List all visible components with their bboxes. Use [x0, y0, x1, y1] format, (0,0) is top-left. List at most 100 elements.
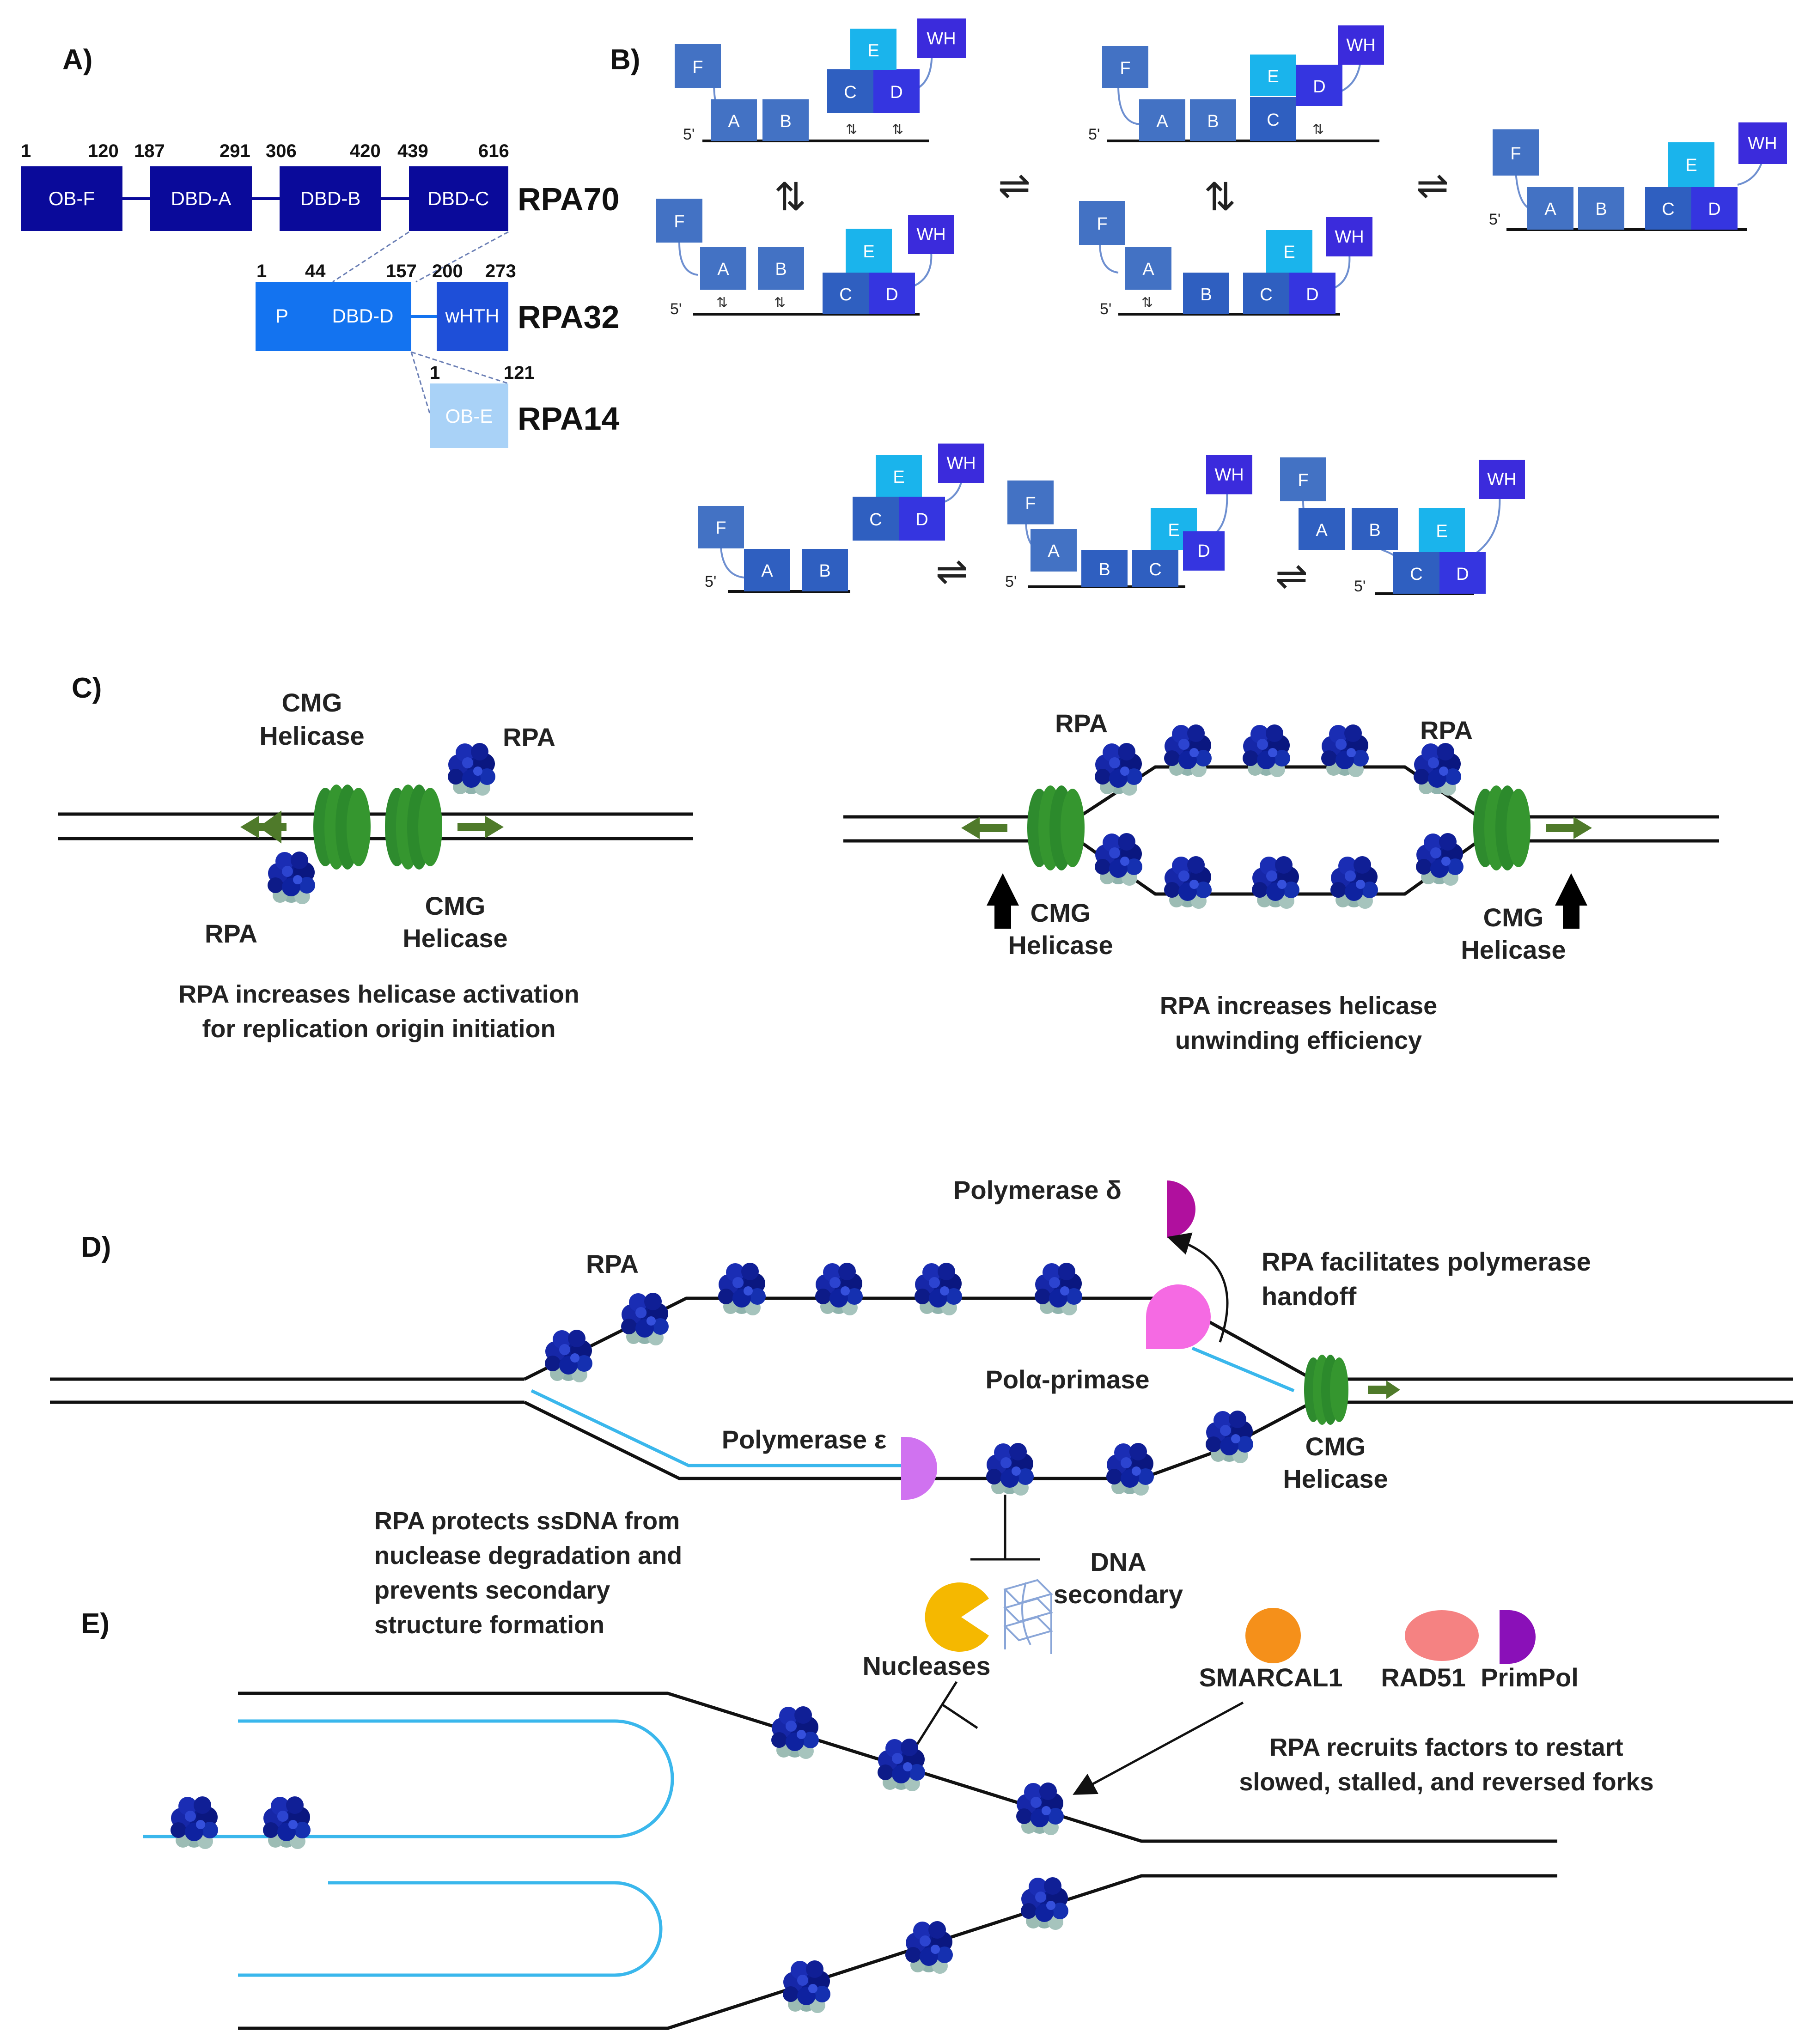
b4-5prime: 5' [670, 300, 682, 318]
b1-a: A [728, 112, 740, 131]
b8-f: F [1298, 471, 1308, 490]
b-state-1: F A B C D E WH 5' ⇅ ⇅ [675, 18, 966, 143]
rpa32-position-44: 44 [305, 261, 326, 281]
c-right-rpa-1 [1095, 743, 1142, 796]
c-right-cmg-left-2: Helicase [1008, 931, 1113, 960]
b7-c: C [1149, 560, 1161, 579]
b4-f: F [674, 212, 684, 231]
e-rpa-5 [1016, 1782, 1064, 1835]
rpa32-p-dbd-d [256, 282, 411, 351]
rpa14-position-1: 1 [430, 363, 440, 383]
primpol-icon [1509, 1610, 1536, 1664]
c-left-caption-1: RPA increases helicase activation [178, 980, 579, 1008]
ob-f-domain [21, 166, 122, 231]
b3-c: C [1662, 200, 1674, 219]
panel-b-label: B) [610, 44, 640, 76]
b-eq-4: ⇌ [1275, 554, 1308, 597]
b5-mark: ⇅ [1141, 295, 1153, 310]
c-right-rpa-9 [1330, 856, 1378, 909]
rpa70-position-187: 187 [134, 141, 165, 161]
b-state-4: F A B C D E WH 5' ⇅ ⇅ [656, 199, 954, 318]
ob-e-label: OB-E [445, 405, 493, 427]
e-reversed-fork: SMARCAL1 RAD51 PrimPol RPA recruits fact… [143, 1608, 1654, 2030]
rpa70-name: RPA70 [518, 181, 619, 217]
d-rpa-2 [621, 1293, 669, 1345]
dbd-a-label: DBD-A [171, 188, 232, 209]
b2-a: A [1156, 112, 1168, 131]
b-state-7: F A B C E D WH 5' [1005, 455, 1252, 590]
rpa70-map: 1 120 187 291 306 420 439 616 OB-F DBD-A… [21, 141, 619, 231]
b1-mark-2: ⇅ [892, 122, 903, 137]
dbd-b-domain [280, 166, 381, 231]
nuclease-icon [925, 1582, 989, 1652]
c-right-rpa-7 [1164, 856, 1212, 909]
rpa70-position-420: 420 [350, 141, 381, 161]
c-right-cmg-right-2: Helicase [1461, 935, 1566, 964]
b-eq-vertical-left: ⇅ [774, 175, 806, 219]
c-right-rpa-4 [1321, 724, 1369, 777]
e-rpa-4 [878, 1739, 925, 1791]
primpol-label: PrimPol [1481, 1663, 1579, 1692]
b5-b: B [1200, 285, 1212, 304]
b1-b: B [780, 112, 791, 131]
c-right-bubble: RPA RPA CMG Helicase CMG Helicase RPA in… [843, 709, 1719, 1054]
c-right-rpa-label-left: RPA [1055, 709, 1108, 738]
d-rpa-1 [545, 1330, 592, 1382]
b8-d: D [1456, 565, 1469, 584]
rpa70-position-439: 439 [397, 141, 428, 161]
rpa32-name: RPA32 [518, 299, 619, 335]
c-left-origin: CMG Helicase RPA CMG Helicase RPA RPA in… [58, 688, 693, 1043]
b3-f: F [1510, 144, 1521, 164]
rpa70-position-120: 120 [88, 141, 119, 161]
b2-5prime: 5' [1088, 126, 1100, 143]
b8-wh: WH [1487, 470, 1516, 489]
rpa32-position-1: 1 [256, 261, 267, 281]
handoff-note-2: handoff [1262, 1282, 1357, 1311]
e-rpa-2 [263, 1796, 311, 1849]
rpa70-position-616: 616 [478, 141, 509, 161]
e-rpa-1 [171, 1796, 218, 1849]
c-left-cmg-bottom-1: CMG [425, 891, 486, 920]
b8-a: A [1316, 521, 1328, 540]
dbd-b-label: DBD-B [300, 188, 361, 209]
b4-mark-1: ⇅ [716, 295, 728, 310]
panel-d-label: D) [81, 1231, 111, 1263]
g-quadruplex-icon [1003, 1579, 1053, 1654]
rpa14-name: RPA14 [518, 401, 620, 437]
c-right-helicase-right [1473, 785, 1531, 870]
d-rpa-6 [1035, 1263, 1082, 1315]
b7-b: B [1098, 560, 1110, 579]
c-left-cmg-top-1: CMG [282, 688, 342, 717]
protect-note-1: RPA protects ssDNA from [374, 1507, 680, 1535]
b1-5prime: 5' [683, 126, 695, 143]
smarcal1-icon [1245, 1608, 1301, 1663]
e-rpa-7 [905, 1921, 953, 1974]
d-helicase [1304, 1355, 1348, 1425]
recruit-arrow [1073, 1701, 1244, 1795]
b5-f: F [1097, 214, 1107, 234]
b-eq-2: ⇌ [1416, 164, 1449, 207]
b3-5prime: 5' [1489, 211, 1500, 228]
c-left-rpa-bottom [268, 852, 315, 904]
recruit-note-2: slowed, stalled, and reversed forks [1239, 1768, 1653, 1796]
rpa14-position-121: 121 [504, 363, 535, 383]
b7-d: D [1197, 541, 1210, 561]
polymerase-delta-label: Polymerase δ [953, 1175, 1122, 1204]
c-right-rpa-6 [1095, 833, 1142, 886]
b4-e: E [863, 242, 874, 262]
polymerase-epsilon-label: Polymerase ε [722, 1425, 887, 1454]
b5-e: E [1283, 243, 1295, 262]
b6-d: D [915, 510, 928, 529]
c-left-rpa-label-top: RPA [503, 723, 555, 752]
b3-wh: WH [1748, 134, 1777, 153]
c-right-caption-2: unwinding efficiency [1175, 1027, 1422, 1054]
c-right-caption-1: RPA increases helicase [1160, 992, 1437, 1020]
b6-c: C [869, 510, 882, 529]
b2-f: F [1120, 59, 1130, 78]
e-rpa-3 [771, 1706, 819, 1759]
ob-e-domain [430, 383, 508, 448]
c-right-rpa-3 [1243, 724, 1290, 777]
smarcal1-label: SMARCAL1 [1199, 1663, 1342, 1692]
panel-c-label: C) [72, 672, 102, 704]
